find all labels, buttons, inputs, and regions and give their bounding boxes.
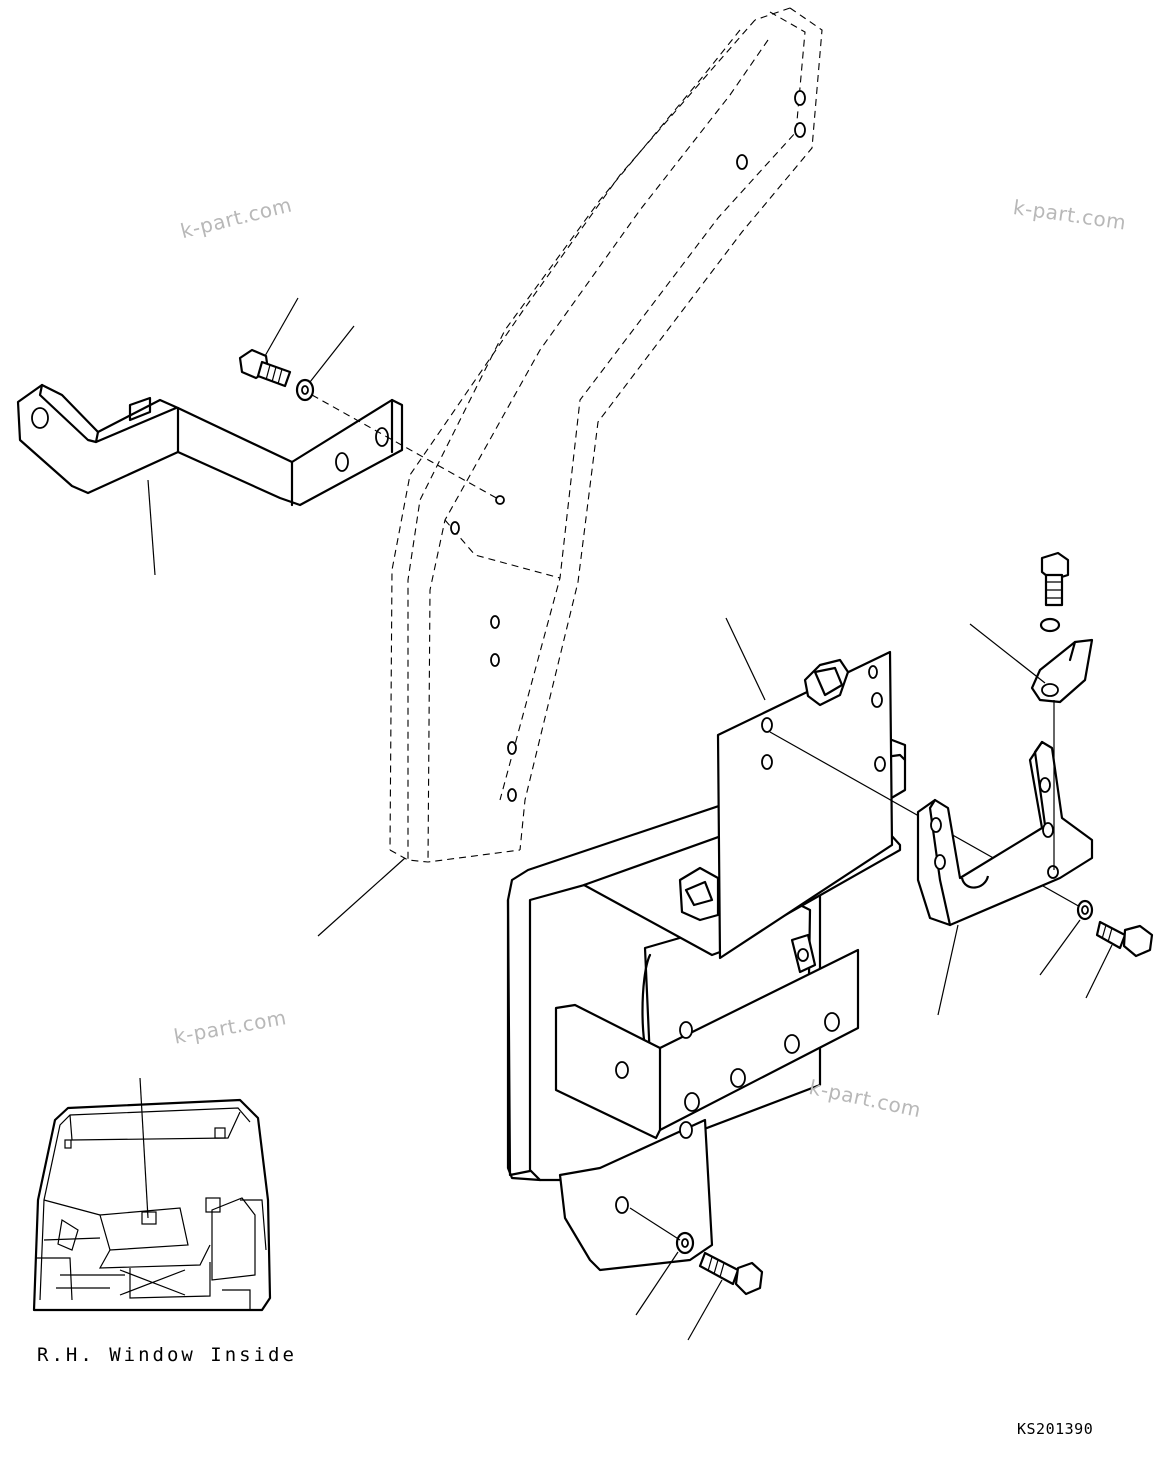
right-l-bracket <box>916 740 1094 1016</box>
bolt-right <box>1039 899 1154 999</box>
inset-cab-view <box>32 1077 272 1312</box>
bolt-upper <box>238 297 355 402</box>
upper-left-bracket <box>16 383 505 576</box>
mount-frame-box <box>506 617 1083 1272</box>
cab-pillar-phantom <box>317 7 823 937</box>
inset-caption: R.H. Window Inside <box>37 1344 297 1366</box>
drawing-code: KS201390 <box>1017 1420 1094 1438</box>
bolt-bottom <box>629 1207 764 1341</box>
clip-and-bolt-right <box>969 551 1094 870</box>
